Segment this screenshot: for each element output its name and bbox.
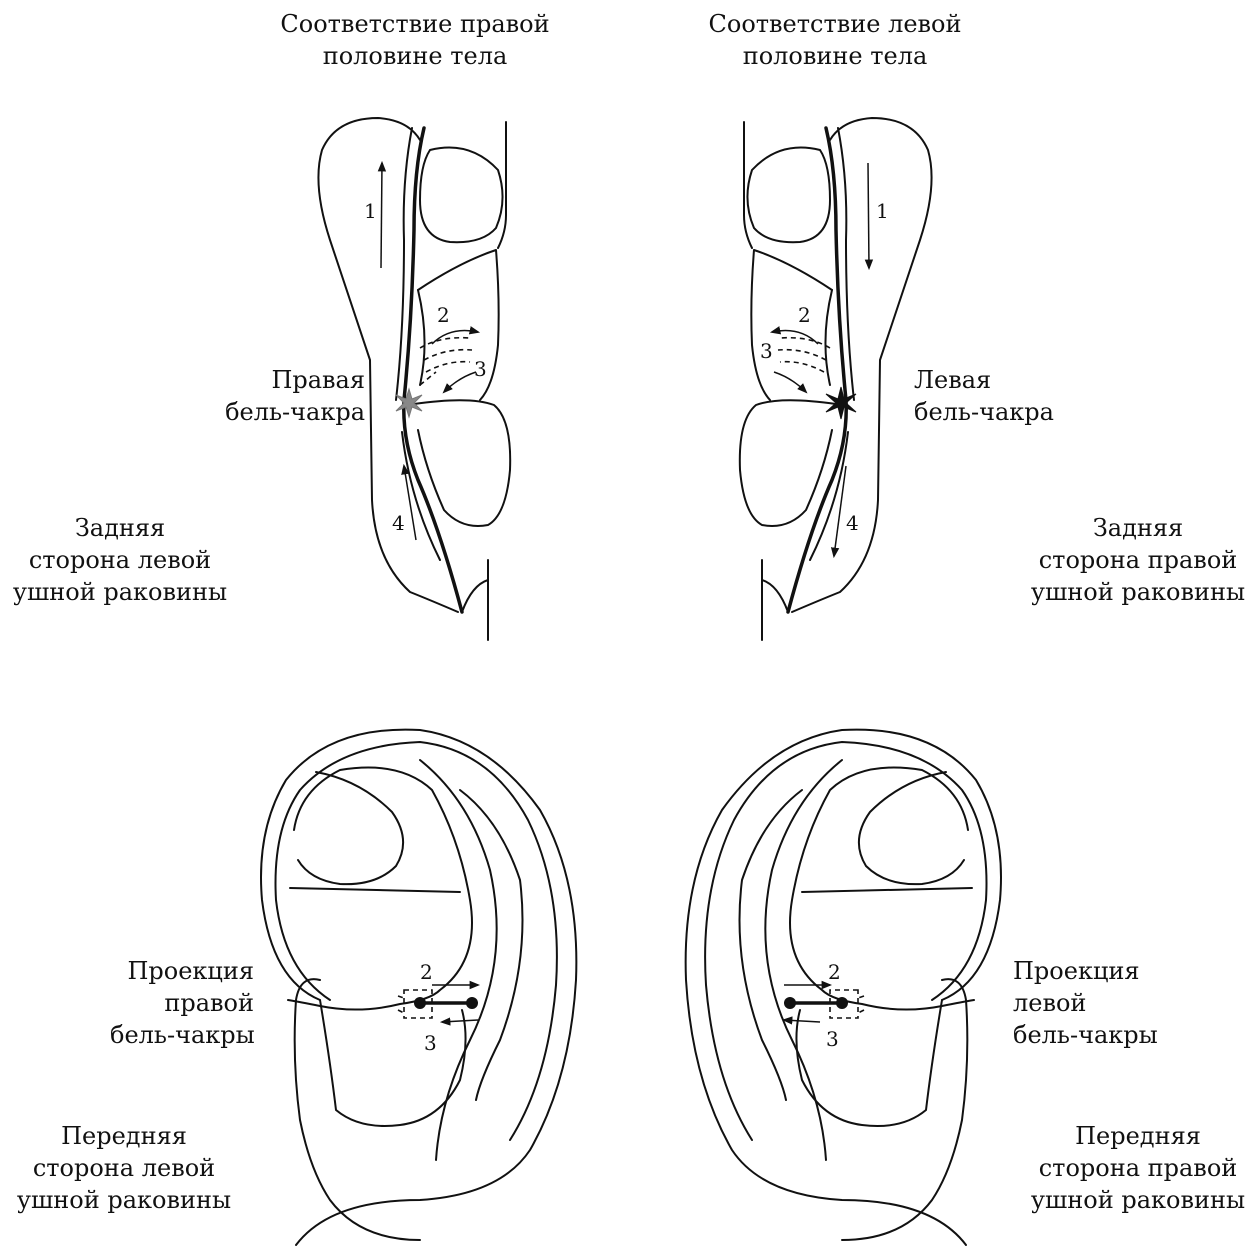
- flow-number-3: 3: [474, 357, 487, 381]
- flow-number-3-front-left: 3: [424, 1031, 437, 1055]
- flow-number-1-right: 1: [876, 199, 889, 223]
- front-right-ear-drawing: [686, 730, 1001, 1245]
- back-left-ear-drawing: 1 2 3 4: [318, 118, 510, 640]
- flow-number-2-right: 2: [798, 303, 811, 327]
- flow-number-1: 1: [364, 199, 377, 223]
- flow-number-4-right: 4: [846, 511, 859, 535]
- flow-number-3-right: 3: [760, 339, 773, 363]
- flow-number-4: 4: [392, 511, 405, 535]
- back-right-ear-drawing: [740, 118, 932, 640]
- flow-number-3-front-right: 3: [826, 1027, 839, 1051]
- front-left-ear-drawing: 2 3: [261, 730, 576, 1245]
- flow-number-2: 2: [437, 303, 450, 327]
- flow-number-2-front-left: 2: [420, 960, 433, 984]
- flow-number-2-front-right: 2: [828, 960, 841, 984]
